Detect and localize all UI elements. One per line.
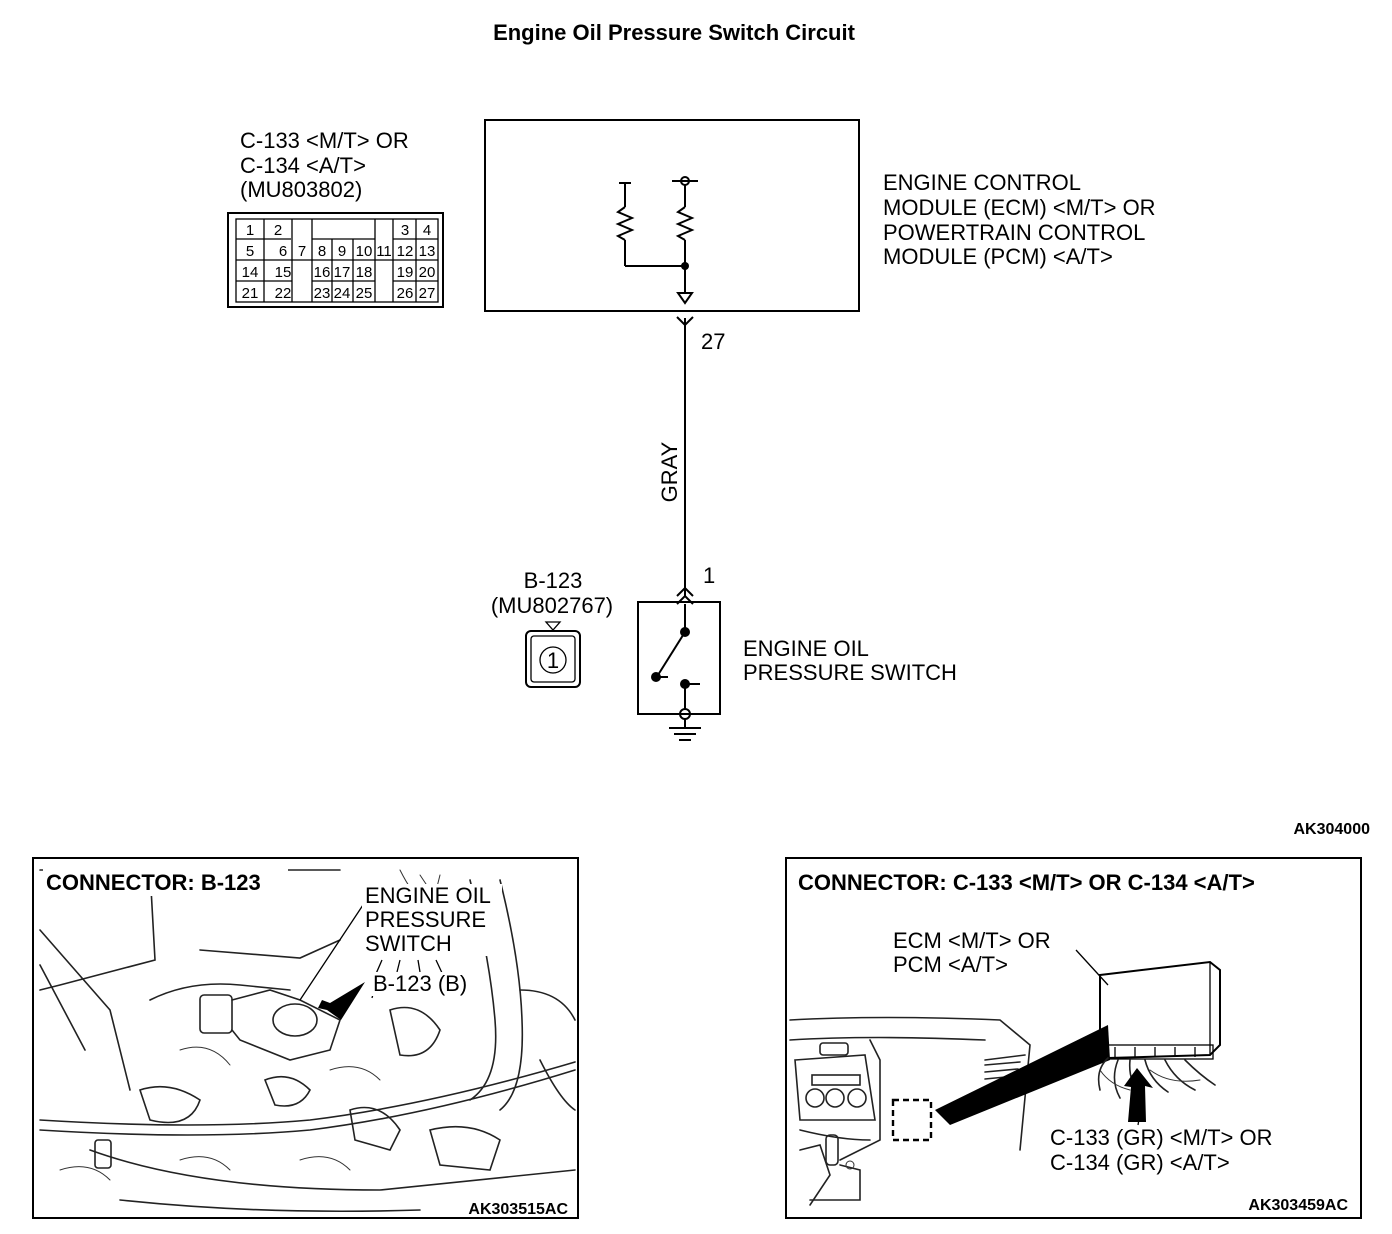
panel-right-connector-callout-line-1: C-133 (GR) <M/T> OR [1050, 1125, 1272, 1150]
ecm-pin-10: 10 [356, 243, 373, 260]
ecm-pin-6: 6 [279, 243, 287, 260]
ecm-module-label-line-1: ENGINE CONTROL [883, 170, 1081, 195]
ecm-pin-14: 14 [242, 264, 259, 281]
panel-left-callout-line-1: ENGINE OIL [365, 883, 491, 908]
ecm-module-label-line-2: MODULE (ECM) <M/T> OR [883, 195, 1156, 220]
ecm-pin-16: 16 [314, 264, 331, 281]
connector-b123-panel: CONNECTOR: B-123 ENGINE OIL PRESSURE SWI… [32, 857, 579, 1219]
switch-connector-label-line-2: (MU802767) [491, 593, 613, 618]
ecm-pin-23: 23 [314, 285, 331, 302]
ecm-pin-5: 5 [246, 243, 254, 260]
ecm-pin-19: 19 [397, 264, 414, 281]
ecm-pin-24: 24 [334, 285, 351, 302]
dashboard-illustration [789, 949, 1221, 1206]
ecm-connector-label: C-133 <M/T> OR C-134 <A/T> (MU803802) [240, 128, 409, 202]
ecm-pin-18: 18 [356, 264, 373, 281]
ecm-pin-12: 12 [397, 243, 414, 260]
ecm-pin-17: 17 [334, 264, 351, 281]
panel-right-connector-callout-line-2: C-134 (GR) <A/T> [1050, 1150, 1230, 1175]
panel-left-title: CONNECTOR: B-123 [46, 870, 261, 895]
ecm-pin-21: 21 [242, 285, 259, 302]
ecm-module-box [484, 119, 860, 312]
ecm-pin-1: 1 [246, 222, 254, 239]
ecm-connector-label-line-2: C-134 <A/T> [240, 153, 366, 178]
oil-switch-label-line-1: ENGINE OIL [743, 636, 869, 661]
engine-bay-illustration [39, 869, 576, 1213]
ecm-pin-13: 13 [419, 243, 436, 260]
ecm-pin-26: 26 [397, 285, 414, 302]
ecm-pin-25: 25 [356, 285, 373, 302]
ecm-pin-7: 7 [298, 243, 306, 260]
connector-c133-panel: CONNECTOR: C-133 <M/T> OR C-134 <A/T> EC… [785, 857, 1362, 1219]
ecm-pin-9: 9 [338, 243, 346, 260]
panel-left-connector-callout: B-123 (B) [373, 971, 467, 996]
ecm-module-label-line-3: POWERTRAIN CONTROL [883, 220, 1145, 245]
ecm-pin-15: 15 [275, 264, 292, 281]
ecm-connector-face: 1 2 3 4 5 6 7 8 9 10 11 12 13 14 15 16 1… [227, 212, 444, 308]
panel-left-image-id: AK303515AC [468, 1201, 568, 1218]
oil-pressure-switch-label: ENGINE OIL PRESSURE SWITCH [743, 636, 957, 685]
switch-connector-face: 1 [525, 621, 581, 688]
oil-switch-label-line-2: PRESSURE SWITCH [743, 660, 957, 685]
oil-pressure-switch-symbol [637, 601, 721, 741]
panel-right-module-callout-line-2: PCM <A/T> [893, 952, 1008, 977]
ecm-pin-27: 27 [419, 285, 436, 302]
ecm-pin-2: 2 [274, 222, 282, 239]
ecm-pin-11: 11 [376, 243, 392, 260]
switch-pin-1-label: 1 [703, 563, 715, 588]
switch-connector-pin: 1 [547, 648, 559, 673]
ecm-pin-22: 22 [275, 285, 292, 302]
ecm-module-label-line-4: MODULE (PCM) <A/T> [883, 244, 1113, 269]
panel-right-module-callout-line-1: ECM <M/T> OR [893, 928, 1051, 953]
wire-color-label: GRAY [657, 441, 682, 502]
ecm-connector-label-line-1: C-133 <M/T> OR [240, 128, 409, 153]
panel-left-callout-line-3: SWITCH [365, 931, 452, 956]
panel-right-title: CONNECTOR: C-133 <M/T> OR C-134 <A/T> [798, 870, 1255, 895]
ecm-pin-4: 4 [423, 222, 431, 239]
diagram-title: Engine Oil Pressure Switch Circuit [493, 20, 856, 45]
ecm-pin-27-label: 27 [701, 329, 725, 354]
panel-left-callout-line-2: PRESSURE [365, 907, 486, 932]
switch-connector-label: B-123 (MU802767) [491, 568, 613, 618]
ecm-pin-3: 3 [401, 222, 409, 239]
ecm-pin-8: 8 [318, 243, 326, 260]
diagram-id: AK304000 [1294, 821, 1371, 838]
panel-right-image-id: AK303459AC [1248, 1197, 1348, 1214]
ecm-connector-label-line-3: (MU803802) [240, 177, 362, 202]
ecm-module-label: ENGINE CONTROL MODULE (ECM) <M/T> OR POW… [883, 170, 1156, 269]
ecm-pin-20: 20 [419, 264, 436, 281]
switch-connector-label-line-1: B-123 [524, 568, 583, 593]
